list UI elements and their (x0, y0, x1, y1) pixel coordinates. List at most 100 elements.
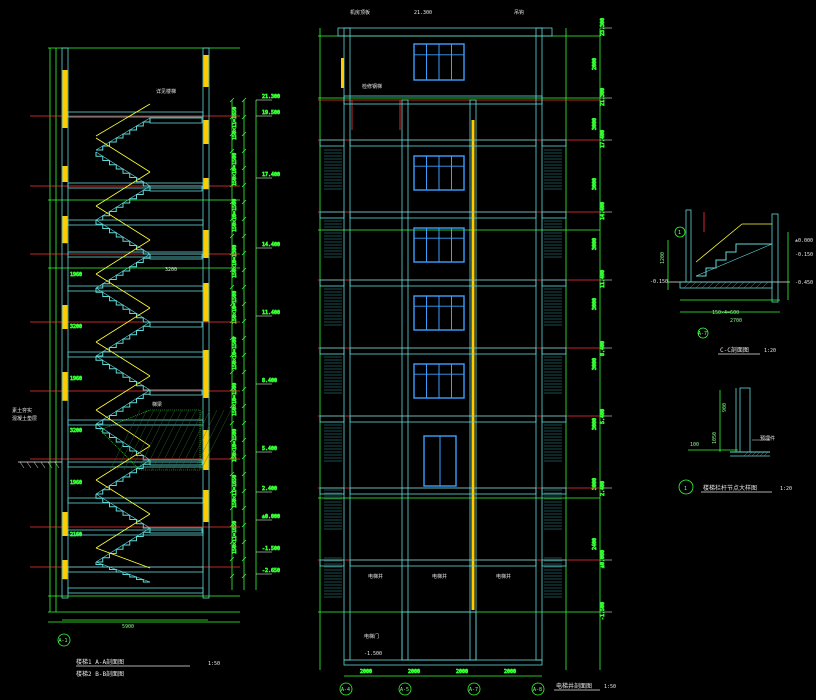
detail-cc-axis-bubble (697, 327, 709, 339)
mid-axis-bubble-label-0: A-4 (341, 687, 350, 693)
mid-bottom-dim-3: 2000 (504, 669, 516, 675)
mid-bottom-dim-1: 2000 (408, 669, 420, 675)
mid-slab-1 (349, 211, 537, 219)
left-level-label-4: 11.400 (262, 310, 280, 316)
left-dim-tick (241, 556, 247, 562)
left-dim-tick (229, 165, 235, 171)
mid-top-label-2: 21.300 (414, 10, 432, 16)
left-hatch-line-4 (137, 409, 169, 471)
right-wall-window-2 (203, 178, 209, 190)
right-wall-window-0 (203, 55, 209, 87)
left-caption-1: 楼梯1 A-A剖面图 (76, 658, 124, 666)
left-dim-tick (241, 420, 247, 426)
left-floor-slab-3 (67, 251, 204, 258)
left-wall-window-6 (62, 512, 68, 536)
floor-width-label: 3200 (165, 267, 177, 273)
mid-axis-bubble-label-3: A-8 (533, 687, 542, 693)
mid-floor-dim-1: 3000 (592, 118, 598, 130)
left-dim-tick (229, 131, 235, 137)
left-floor-slab-9 (67, 529, 204, 536)
d1-slab-hatch (737, 281, 745, 289)
left-flight-2-rail (95, 171, 151, 207)
left-level-label-3: 14.400 (262, 242, 280, 248)
left-wall-window-1 (62, 88, 68, 128)
left-earth-tick-5 (54, 461, 60, 469)
left-hatch-line-8 (165, 409, 197, 471)
left-stair-section: 21.30019.50017.40014.40011.4008.4005.400… (12, 47, 280, 678)
left-outer-wall-left (61, 47, 69, 599)
d1-slab-hatch (755, 281, 763, 289)
left-dim-tick (241, 318, 247, 324)
detail-rail-label-1: 900 (722, 403, 728, 412)
left-floor-slab-4 (67, 285, 204, 292)
mid-slab-4 (349, 415, 537, 423)
mid-level-label-6: 5.400 (600, 409, 606, 424)
left-flight-10-rail (95, 445, 151, 481)
mid-floor-dim-3: 3000 (592, 238, 598, 250)
left-earth-tick-4 (47, 461, 53, 469)
left-hatch-line-0 (109, 409, 141, 471)
mid-slab-right-6 (541, 559, 567, 567)
left-dim-tick (229, 403, 235, 409)
mid-yellow-top (341, 58, 344, 88)
left-hatch-outline (99, 409, 201, 471)
mid-walls (319, 27, 567, 666)
left-stair-dim-0: 150×11=1650 (232, 107, 238, 140)
left-caption-2: 楼梯2 B-B剖面图 (76, 670, 124, 678)
d1-slab-hatch (683, 281, 691, 289)
left-dim-tick (241, 522, 247, 528)
d1-rail (695, 223, 743, 263)
mid-slab-5 (349, 487, 537, 495)
shaft-label-1: 电梯井 (368, 573, 383, 580)
d2-base-hatch (759, 451, 765, 457)
mid-yellow-strip (471, 120, 475, 610)
left-level-label-2: 17.400 (262, 172, 280, 178)
mid-top-callout-left: 检修钢梯 (362, 83, 382, 90)
left-flight-4-rail (95, 239, 151, 275)
left-earth-tick-2 (33, 461, 39, 469)
left-mid-label-2: 1960 (70, 376, 82, 382)
left-level-label-9: -1.500 (262, 546, 280, 552)
left-wall-window-4 (62, 305, 68, 329)
left-stair-dim-4: 150×10=1500 (232, 291, 238, 324)
detail-cc-geometry (667, 209, 790, 313)
mid-slab-left-0 (319, 139, 345, 147)
mid-axis-bubble-1 (398, 682, 412, 696)
left-floor-slab-11 (67, 587, 204, 594)
d1-slab-hatch (743, 281, 751, 289)
left-level-label-8: ±0.000 (262, 514, 280, 520)
detail-cc-label-7: 150×4=600 (712, 310, 739, 316)
d2-base-hatch (747, 451, 753, 457)
left-hatch-line-1 (116, 409, 148, 471)
detail-cc-label-4: -0.150 (650, 279, 668, 285)
mid-floor-dim-7: 3000 (592, 478, 598, 490)
left-dim-tick (241, 301, 247, 307)
detail-rail-marker-label: 1 (684, 486, 687, 492)
mid-floor-dim-0: 2000 (592, 58, 598, 70)
right-wall-window-7 (203, 490, 209, 522)
left-floor-slab-1 (67, 182, 204, 189)
left-dim-tick (229, 233, 235, 239)
d1-stringer (695, 243, 773, 277)
mid-level-label-7: 2.400 (600, 481, 606, 496)
mid-bottom-dim-2: 2000 (456, 669, 468, 675)
left-flight-1-stringer (95, 151, 151, 187)
left-stair-dim-7: 150×10=1500 (232, 429, 238, 462)
mid-level-label-8: ±0.000 (600, 550, 606, 568)
left-stair-dim-3: 150×10=1500 (232, 245, 238, 278)
left-wall-window-3 (62, 216, 68, 244)
left-stair-dim-2: 150×10=1500 (232, 199, 238, 232)
left-dim-tick (229, 420, 235, 426)
left-mid-label-0: 1960 (70, 272, 82, 278)
mid-bottom-dim-0: 2000 (360, 669, 372, 675)
detail-railing-geometry (688, 387, 770, 457)
right-wall-window-3 (203, 230, 209, 258)
left-mid-label-3: 3200 (70, 428, 82, 434)
mid-windows (413, 43, 465, 487)
mid-slab-2 (349, 279, 537, 287)
left-dim-tick (241, 437, 247, 443)
left-floor-slab-10 (67, 566, 204, 573)
detail-rail-label-3: 预埋件 (760, 435, 775, 442)
left-flight-12-rail (95, 513, 151, 549)
elevator-shaft-section: 23.30021.30017.40014.40011.4008.4005.400… (318, 9, 616, 696)
